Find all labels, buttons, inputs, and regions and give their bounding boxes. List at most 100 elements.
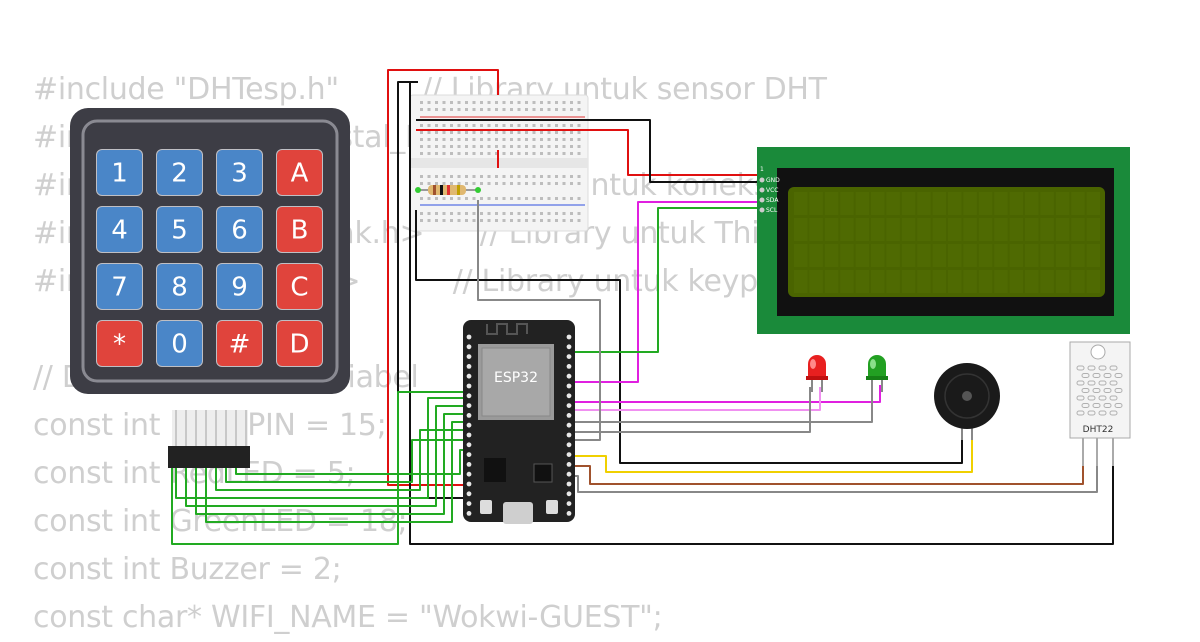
keypad-pins [175, 410, 247, 446]
wire-green [568, 207, 760, 353]
wire-black [397, 81, 468, 499]
esp32-pin [466, 511, 472, 516]
keypad-pin [185, 410, 187, 446]
code-line: const char* WIFI_NAME = "Wokwi-GUEST"; [33, 600, 663, 635]
keypad-key-A[interactable]: A [276, 149, 323, 196]
esp32-pin [466, 344, 472, 350]
resistor[interactable] [415, 185, 481, 195]
keypad-key-label: 4 [111, 216, 128, 246]
keypad-pin [205, 410, 207, 446]
esp32-pin [566, 491, 572, 497]
esp32-pin [466, 403, 472, 408]
esp32-label: ESP32 [494, 370, 538, 386]
esp32-pin [466, 491, 472, 497]
esp32-pin [566, 471, 572, 477]
code-line: const int Buzzer = 2; [33, 552, 342, 587]
keypad-key-9[interactable]: 9 [216, 263, 263, 310]
dht22-vents [1076, 365, 1123, 416]
esp32-pin [566, 442, 572, 448]
keypad-key-label: 2 [171, 159, 188, 189]
keypad-key-C[interactable]: C [276, 263, 323, 310]
dht22-sensor[interactable]: DHT22 [1069, 341, 1131, 466]
wire-black [415, 210, 963, 464]
buzzer[interactable] [934, 363, 1000, 440]
keypad-key-B[interactable]: B [276, 206, 323, 253]
esp32-pin [466, 501, 472, 506]
wires [171, 69, 1114, 545]
wire-red [387, 69, 499, 486]
keypad-key-label: 3 [231, 159, 248, 189]
keypad-key-3[interactable]: 3 [216, 149, 263, 196]
wire-green [235, 449, 468, 475]
esp32-pin [566, 403, 572, 408]
keypad-pin [175, 410, 177, 446]
esp32-board[interactable]: ESP32 [463, 320, 575, 524]
esp32-pin [566, 452, 572, 457]
keypad-pin [235, 410, 237, 446]
wire-gray [477, 200, 601, 441]
wire-magenta [568, 201, 760, 383]
dht22-label: DHT22 [1083, 425, 1114, 435]
wire-green [175, 397, 468, 499]
wire-green [185, 405, 468, 507]
esp32-pin [566, 501, 572, 506]
wire-gray [568, 387, 873, 423]
keypad-key-label: 0 [171, 330, 188, 360]
keypad-key-2[interactable]: 2 [156, 149, 203, 196]
wire-red [416, 129, 760, 176]
keypad-pin [245, 410, 247, 446]
lcd-pin-gnd: GND [766, 177, 780, 184]
esp32-pin [566, 462, 572, 467]
esp32-pins [466, 334, 572, 516]
lcd-display[interactable]: 1 GND VCC SDA SCL [757, 147, 1130, 334]
lcd-pin-vcc: VCC [766, 187, 778, 194]
keypad-key-label: D [289, 330, 309, 360]
keypad-key-5[interactable]: 5 [156, 206, 203, 253]
wire-gray [568, 465, 1098, 493]
esp32-pin [466, 422, 472, 428]
keypad-key-8[interactable]: 8 [156, 263, 203, 310]
wire-green [225, 439, 468, 483]
keypad-key-*[interactable]: * [96, 320, 143, 367]
wire-green [215, 429, 468, 491]
keypad-key-label: 1 [111, 159, 128, 189]
esp32-pin [466, 354, 472, 359]
esp32-pin [466, 413, 472, 418]
esp32-pin [566, 364, 572, 369]
keypad-key-0[interactable]: 0 [156, 320, 203, 367]
keypad-key-label: 6 [231, 216, 248, 246]
wire-magenta [568, 385, 881, 403]
keypad-key-label: B [291, 216, 309, 246]
keypad-key-label: A [291, 159, 309, 189]
keypad-key-D[interactable]: D [276, 320, 323, 367]
esp32-pin [566, 344, 572, 350]
wire-green [205, 421, 468, 523]
esp32-pin [566, 334, 572, 340]
wire-green [171, 391, 468, 545]
keypad-key-6[interactable]: 6 [216, 206, 263, 253]
keypad-key-1[interactable]: 1 [96, 149, 143, 196]
keypad-key-#[interactable]: # [216, 320, 263, 367]
lcd-pin-scl: SCL [766, 207, 778, 214]
keypad-pin [215, 410, 217, 446]
keypad-key-7[interactable]: 7 [96, 263, 143, 310]
wire-brown [568, 465, 1084, 485]
esp32-pin [466, 471, 472, 477]
esp32-pin [566, 432, 572, 438]
keypad-key-label: C [290, 273, 308, 303]
keypad-key-label: 9 [231, 273, 248, 303]
wire-black [409, 82, 1114, 545]
keypad-key-label: 8 [171, 273, 188, 303]
lcd-pin-index: 1 [760, 166, 764, 173]
esp32-pin [466, 383, 472, 389]
green-led[interactable] [866, 355, 888, 392]
esp32-pin [566, 511, 572, 516]
keypad-pin [225, 410, 227, 446]
wire-pink [568, 387, 821, 411]
esp32-pin [466, 452, 472, 457]
red-led[interactable] [806, 355, 828, 392]
keypad-key-4[interactable]: 4 [96, 206, 143, 253]
